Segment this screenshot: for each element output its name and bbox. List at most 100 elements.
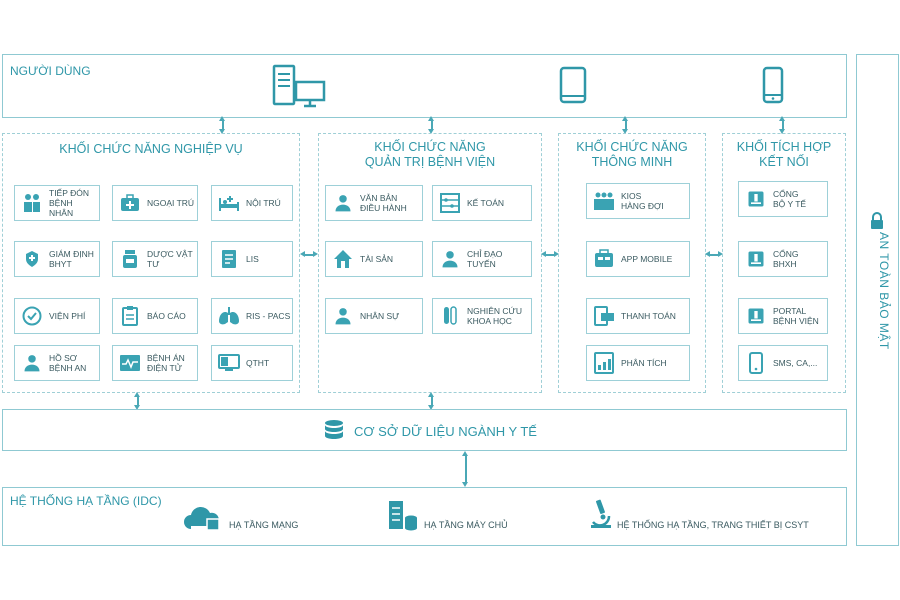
module-nghien-cuu[interactable]: NGHIÊN CỨU KHOA HỌC: [432, 298, 532, 334]
module-ho-so-benh-an[interactable]: HỒ SƠ BỆNH AN: [14, 345, 100, 381]
module-label: DƯỢC VẬT TƯ: [147, 249, 193, 269]
module-label: KIOS HÀNG ĐỢI: [621, 191, 664, 211]
abacus-icon: [439, 192, 461, 214]
module-label: RIS - PACS: [246, 311, 291, 321]
module-vien-phi[interactable]: VIỆN PHÍ: [14, 298, 100, 334]
phone-icon: [745, 352, 767, 374]
staff-icon: [332, 305, 354, 327]
module-label: THANH TOÁN: [621, 311, 676, 321]
connector-management-db: [428, 392, 434, 410]
module-cong-bhxh[interactable]: CỔNG BHXH: [738, 241, 828, 277]
connector-db-infra: [462, 451, 468, 487]
connector-smart-integration: [705, 251, 723, 257]
module-kios[interactable]: KIOS HÀNG ĐỢI: [586, 183, 690, 219]
module-label: HỒ SƠ BỆNH AN: [49, 353, 87, 373]
module-ris-pacs[interactable]: RIS - PACS: [211, 298, 293, 334]
module-label: BỆNH ÁN ĐIỆN TỬ: [147, 353, 185, 373]
module-chi-dao-tuyen[interactable]: CHỈ ĐẠO TUYẾN: [432, 241, 532, 277]
module-portal[interactable]: PORTAL BỆNH VIỆN: [738, 298, 828, 334]
integration-block-title: KHỐI TÍCH HỢP KẾT NỐI: [736, 140, 832, 169]
module-label: LIS: [246, 254, 259, 264]
database-icon: [324, 419, 344, 441]
module-label: KẾ TOÁN: [467, 198, 505, 208]
insurance-hands-icon: [21, 248, 43, 270]
server-rack-icon: [388, 500, 418, 532]
smart-block-title: KHỐI CHỨC NĂNG THÔNG MINH: [576, 140, 688, 169]
security-column: [856, 54, 899, 546]
module-label: CỔNG BHXH: [773, 249, 799, 269]
test-tube-icon: [439, 305, 461, 327]
monitor-icon: [218, 352, 240, 374]
connector-users-management: [428, 116, 434, 134]
module-qtht[interactable]: QTHT: [211, 345, 293, 381]
microscope-icon: [589, 498, 613, 530]
module-ngoai-tru[interactable]: NGOẠI TRÚ: [112, 185, 198, 221]
lungs-icon: [218, 305, 240, 327]
module-label: NỘI TRÚ: [246, 198, 281, 208]
module-noi-tru[interactable]: NỘI TRÚ: [211, 185, 293, 221]
module-tai-san[interactable]: TÀI SẢN: [325, 241, 423, 277]
module-label: TÀI SẢN: [360, 254, 394, 264]
database-bar: [2, 409, 847, 451]
module-bao-cao[interactable]: BÁO CÁO: [112, 298, 198, 334]
infra-label-server: HẠ TẦNG MÁY CHỦ: [424, 520, 508, 530]
infra-label-network: HẠ TẦNG MẠNG: [229, 520, 299, 530]
module-app-mobile[interactable]: APP MOBILE: [586, 241, 690, 277]
module-phan-tich[interactable]: PHÂN TÍCH: [586, 345, 690, 381]
module-label: BÁO CÁO: [147, 311, 186, 321]
management-block-title: KHỐI CHỨC NĂNG QUẢN TRỊ BỆNH VIỆN: [364, 140, 496, 169]
module-giam-dinh[interactable]: GIÁM ĐỊNH BHYT: [14, 241, 100, 277]
reception-icon: [21, 192, 43, 214]
report-icon: [119, 305, 141, 327]
analytics-icon: [593, 352, 615, 374]
tablet-icon: [559, 66, 587, 104]
queue-kiosk-icon: [593, 190, 615, 212]
infra-title: HỆ THỐNG HẠ TẦNG (IDC): [10, 494, 162, 508]
database-label: CƠ SỞ DỮ LIỆU NGÀNH Y TẾ: [354, 424, 537, 439]
module-thanh-toan[interactable]: THANH TOÁN: [586, 298, 690, 334]
connector-users-business: [219, 116, 225, 134]
module-tiep-don[interactable]: TIẾP ĐÓN BỆNH NHÂN: [14, 185, 100, 221]
module-lis[interactable]: LIS: [211, 241, 293, 277]
hospital-fee-icon: [21, 305, 43, 327]
module-sms-ca[interactable]: SMS, CA,...: [738, 345, 828, 381]
module-duoc-vat-tu[interactable]: DƯỢC VẬT TƯ: [112, 241, 198, 277]
gate-icon: [745, 248, 767, 270]
connector-business-db: [134, 392, 140, 410]
lab-doc-icon: [218, 248, 240, 270]
module-label: QTHT: [246, 358, 270, 368]
lock-icon: [869, 212, 885, 230]
users-title: NGƯỜI DÙNG: [10, 64, 91, 78]
document-user-icon: [332, 192, 354, 214]
doctor-icon: [439, 248, 461, 270]
module-label: VIỆN PHÍ: [49, 311, 86, 321]
module-label: APP MOBILE: [621, 254, 673, 264]
module-label: SMS, CA,...: [773, 358, 818, 368]
gate-icon: [745, 188, 767, 210]
inpatient-bed-icon: [218, 192, 240, 214]
smartphone-icon: [762, 66, 784, 104]
gate-icon: [745, 305, 767, 327]
outpatient-icon: [119, 192, 141, 214]
module-ke-toan[interactable]: KẾ TOÁN: [432, 185, 532, 221]
module-label: PHÂN TÍCH: [621, 358, 667, 368]
module-nhan-su[interactable]: NHÂN SỰ: [325, 298, 423, 334]
module-label: NGOẠI TRÚ: [147, 198, 195, 208]
connector-users-smart: [622, 116, 628, 134]
module-label: CHỈ ĐẠO TUYẾN: [467, 249, 503, 269]
infra-bar: [2, 487, 847, 546]
module-benh-an-dien-tu[interactable]: BỆNH ÁN ĐIỆN TỬ: [112, 345, 198, 381]
integration-block: [722, 133, 846, 393]
medicine-bottle-icon: [119, 248, 141, 270]
module-label: NHÂN SỰ: [360, 311, 400, 321]
business-block-title: KHỐI CHỨC NĂNG NGHIỆP VỤ: [59, 142, 243, 156]
smart-block: [558, 133, 706, 393]
business-block: [2, 133, 300, 393]
desktop-server-icon: [272, 64, 326, 108]
module-van-ban[interactable]: VĂN BẢN ĐIỀU HÀNH: [325, 185, 423, 221]
patient-record-icon: [21, 352, 43, 374]
module-label: PORTAL BỆNH VIỆN: [773, 306, 819, 326]
module-cong-byt[interactable]: CỔNG BỘ Y TẾ: [738, 181, 828, 217]
ecg-icon: [119, 352, 141, 374]
module-label: VĂN BẢN ĐIỀU HÀNH: [360, 193, 407, 213]
